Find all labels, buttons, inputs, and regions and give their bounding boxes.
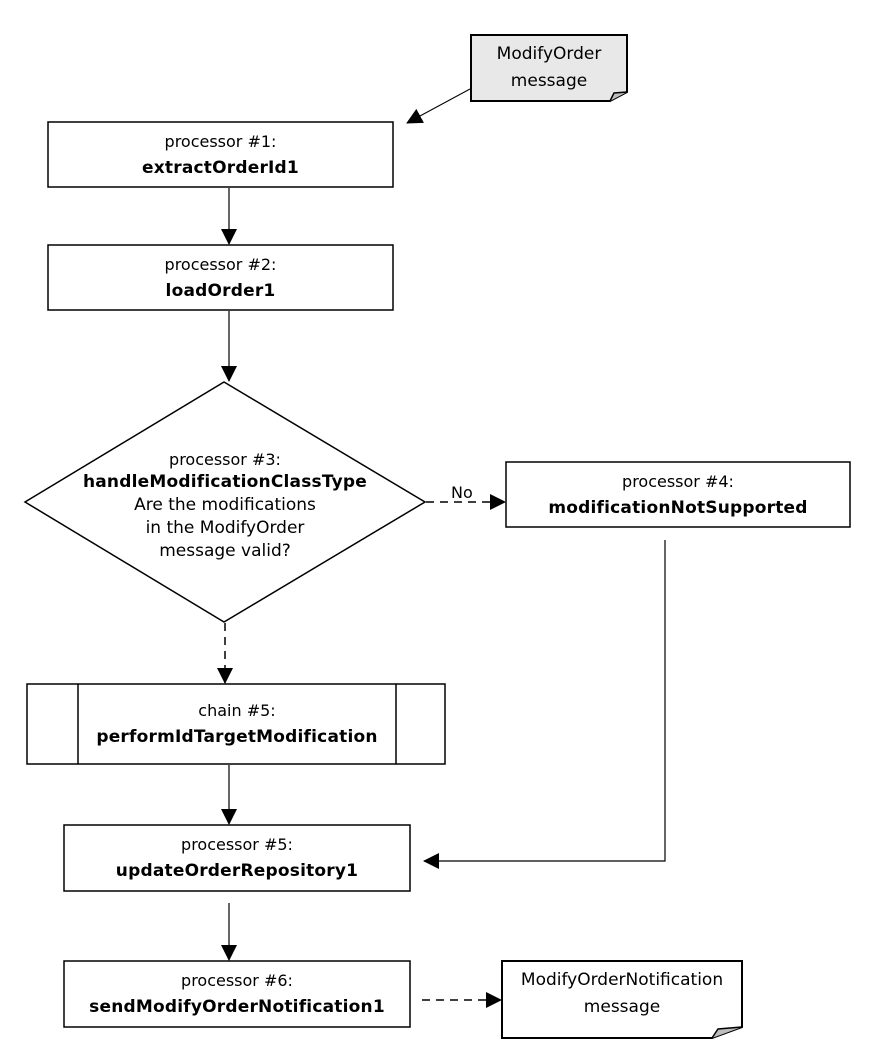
processor-4-shape — [505, 461, 851, 528]
processor-6-shape — [63, 960, 411, 1028]
input-message: ModifyOrder message — [471, 37, 627, 99]
processor-5: processor #5: updateOrderRepository1 — [64, 825, 410, 891]
edge-p4-to-p5 — [423, 540, 666, 869]
output-message: ModifyOrderNotification message — [502, 963, 742, 1025]
processor-2-shape — [47, 244, 394, 311]
processor-6-name: sendModifyOrderNotification1 — [89, 997, 385, 1017]
input-message-line2: message — [510, 71, 588, 91]
processor-4: processor #4: modificationNotSupported — [506, 462, 850, 527]
processor-2-label: processor #2: — [164, 254, 277, 274]
chain-5-shape — [26, 683, 446, 765]
processor-1-shape — [47, 121, 394, 188]
chain-5: chain #5: performIdTargetModification — [78, 684, 396, 764]
output-message-line1: ModifyOrderNotification — [520, 970, 724, 990]
processor-1-name: extractOrderId1 — [142, 157, 299, 178]
processor-3-name: handleModificationClassType — [82, 471, 368, 492]
chain-5-name: performIdTargetModification — [96, 727, 378, 747]
processor-6-label: processor #6: — [181, 971, 293, 990]
decision-diamond-shape — [23, 381, 427, 623]
processor-5-name: updateOrderRepository1 — [115, 861, 359, 881]
processor-2: processor #2: loadOrder1 — [48, 245, 393, 310]
decision-question-line1: Are the modifications — [134, 494, 316, 515]
output-message-shape — [501, 960, 743, 1039]
decision-question-line2: in the ModifyOrder — [145, 517, 305, 538]
processor-3-decision: processor #3: handleModificationClassTyp… — [25, 440, 425, 570]
processor-2-name: loadOrder1 — [165, 280, 276, 301]
input-message-line1: ModifyOrder — [496, 44, 602, 64]
processor-5-label: processor #5: — [181, 835, 293, 854]
processor-1-label: processor #1: — [164, 131, 277, 151]
input-message-shape — [470, 34, 628, 102]
edge-input-to-p1 — [406, 88, 471, 124]
output-message-line2: message — [583, 997, 661, 1017]
chain-5-label: chain #5: — [198, 701, 276, 720]
processor-4-label: processor #4: — [622, 471, 734, 491]
processor-1: processor #1: extractOrderId1 — [48, 122, 393, 187]
processor-3-label: processor #3: — [169, 449, 281, 469]
processor-6: processor #6: sendModifyOrderNotificatio… — [64, 961, 410, 1027]
edge-label-no: No — [451, 483, 473, 502]
decision-question-line3: message valid? — [159, 540, 291, 561]
processor-4-name: modificationNotSupported — [548, 497, 808, 518]
processor-5-shape — [63, 824, 411, 892]
